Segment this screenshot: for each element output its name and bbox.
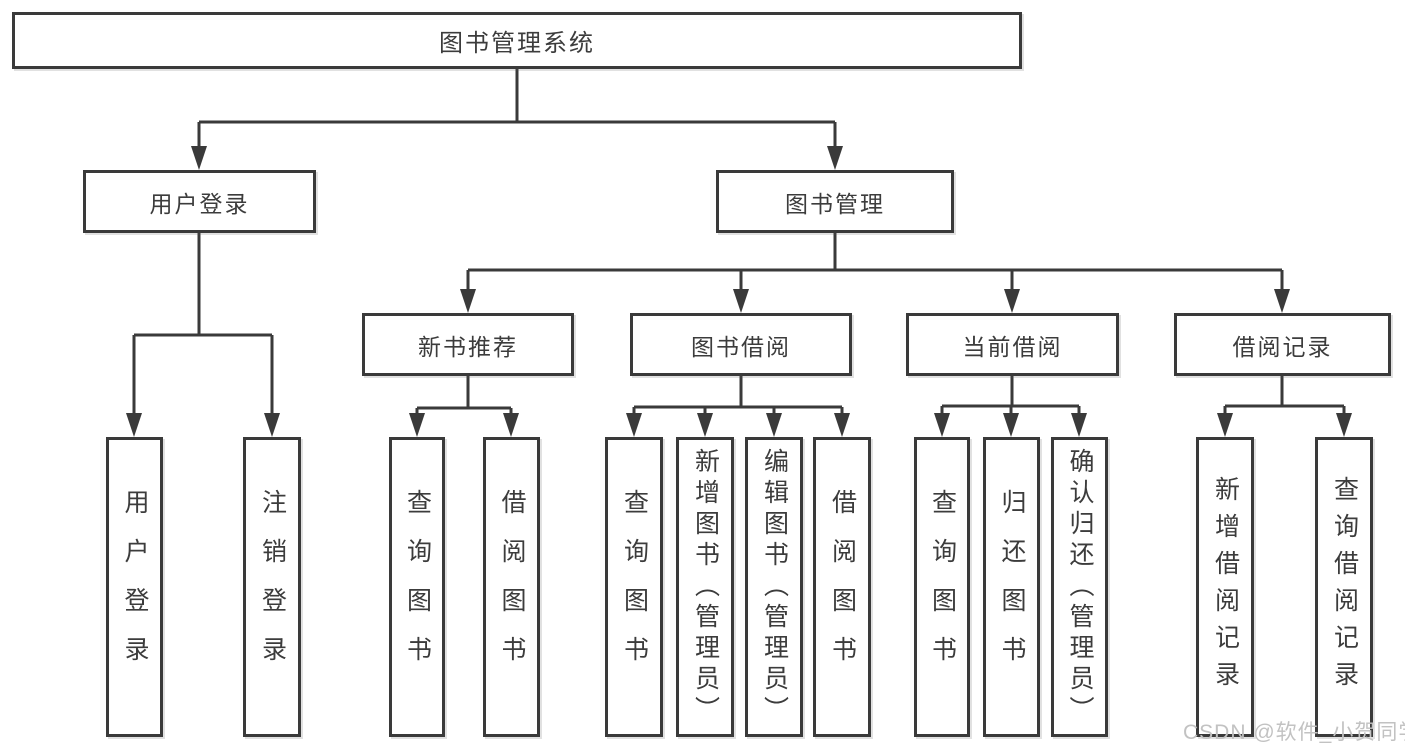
node-label: 确认归还（管理员） <box>1066 447 1094 727</box>
node-label: 查询图书 <box>620 489 649 685</box>
leaf-return-book: 归还图书 <box>983 437 1040 737</box>
node-book-borrowing: 图书借阅 <box>630 313 852 376</box>
node-label: 借阅图书 <box>828 489 857 685</box>
node-user-login: 用户登录 <box>83 170 316 233</box>
node-label: 归还图书 <box>998 489 1026 685</box>
leaf-query-books-borrowing: 查询图书 <box>605 437 663 737</box>
node-label: 查询图书 <box>403 489 432 685</box>
watermark: CSDN @软件_小贺同学 <box>1183 721 1405 744</box>
node-label: 查询借阅记录 <box>1330 476 1359 698</box>
node-label: 当前借阅 <box>962 333 1063 360</box>
node-label: 编辑图书（管理员） <box>760 447 789 727</box>
leaf-query-books-recommend: 查询图书 <box>389 437 445 737</box>
node-label: 借阅记录 <box>1232 333 1333 360</box>
node-label: 借阅图书 <box>498 489 526 685</box>
node-new-book-recommend: 新书推荐 <box>362 313 574 376</box>
node-current-borrowing: 当前借阅 <box>906 313 1119 376</box>
leaf-user-login: 用户登录 <box>106 437 163 737</box>
leaf-borrow-books-recommend: 借阅图书 <box>483 437 540 737</box>
leaf-add-borrow-record: 新增借阅记录 <box>1196 437 1254 737</box>
node-label: 新书推荐 <box>418 333 518 360</box>
node-label: 图书管理系统 <box>439 30 595 57</box>
node-book-management: 图书管理 <box>716 170 954 233</box>
node-library-system-root: 图书管理系统 <box>12 12 1022 69</box>
leaf-edit-book-admin: 编辑图书（管理员） <box>745 437 803 737</box>
node-label: 新增图书（管理员） <box>691 447 720 727</box>
node-label: 用户登录 <box>149 190 250 217</box>
leaf-add-book-admin: 新增图书（管理员） <box>676 437 734 737</box>
leaf-query-borrow-record: 查询借阅记录 <box>1315 437 1373 737</box>
node-label: 图书借阅 <box>691 333 791 360</box>
node-label: 图书管理 <box>785 190 885 217</box>
node-label: 用户登录 <box>121 489 149 685</box>
node-borrowing-records: 借阅记录 <box>1174 313 1391 376</box>
leaf-logout: 注销登录 <box>243 437 301 737</box>
node-label: 查询图书 <box>928 489 957 685</box>
node-label: 新增借阅记录 <box>1211 476 1240 698</box>
node-label: 注销登录 <box>258 489 287 685</box>
leaf-query-books-current: 查询图书 <box>914 437 970 737</box>
leaf-borrow-books-borrowing: 借阅图书 <box>813 437 871 737</box>
leaf-confirm-return-admin: 确认归还（管理员） <box>1051 437 1108 737</box>
